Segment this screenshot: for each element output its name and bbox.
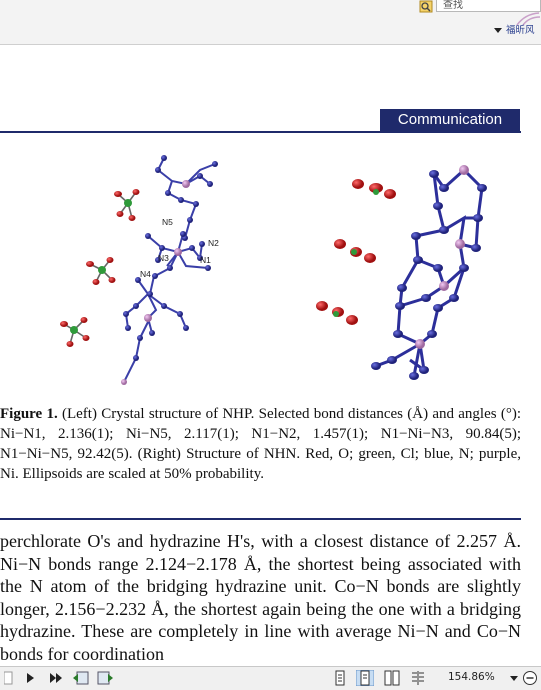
status-bar: 154.86%: [0, 666, 541, 690]
section-label: Communication: [380, 109, 520, 131]
right-structure-nhn: [316, 165, 487, 380]
find-icon[interactable]: [419, 0, 434, 13]
left-structure-nhp: N5 N2 N3 N1 N4: [60, 155, 219, 385]
zoom-dropdown-icon[interactable]: [509, 670, 519, 686]
zoom-out-icon[interactable]: [522, 670, 538, 686]
single-page-view-icon[interactable]: [334, 670, 346, 686]
perchlorate-groups-left: [60, 189, 140, 347]
brand-menu-button[interactable]: 福昕风: [494, 24, 535, 38]
brand-label: 福昕风: [506, 25, 535, 36]
previous-view-icon[interactable]: [72, 670, 90, 686]
next-view-icon[interactable]: [96, 670, 114, 686]
caption-rule: [0, 518, 521, 520]
figure-caption: Figure 1. (Left) Crystal structure of NH…: [0, 404, 521, 484]
zoom-level[interactable]: 154.86%: [448, 671, 495, 683]
header-rule: [0, 131, 521, 133]
atom-label-n2: N2: [208, 238, 219, 248]
crystal-structure-figure: N5 N2 N3 N1 N4: [60, 155, 487, 385]
figure-caption-text: (Left) Crystal structure of NHP. Selecte…: [0, 406, 521, 482]
last-page-icon[interactable]: [48, 670, 64, 686]
decorative-swoosh-icon: [516, 12, 541, 26]
atom-label-n3: N3: [158, 253, 169, 263]
facing-view-icon[interactable]: [384, 670, 400, 686]
continuous-view-icon[interactable]: [356, 670, 374, 686]
dropdown-arrow-icon: [494, 28, 502, 33]
atom-label-n5: N5: [162, 217, 173, 227]
search-input[interactable]: 查找: [436, 0, 541, 12]
body-paragraph: perchlorate O's and hydrazine H's, with …: [0, 531, 521, 664]
next-page-icon[interactable]: [24, 670, 36, 686]
figure-caption-lead: Figure 1.: [0, 406, 58, 422]
scroll-left-icon[interactable]: [4, 670, 14, 686]
atom-label-n4: N4: [140, 269, 151, 279]
perchlorate-groups-right: [316, 179, 396, 325]
atom-label-n1: N1: [200, 255, 211, 265]
continuous-facing-view-icon[interactable]: [410, 670, 426, 686]
top-toolbar: 查找 福昕风: [0, 0, 541, 45]
